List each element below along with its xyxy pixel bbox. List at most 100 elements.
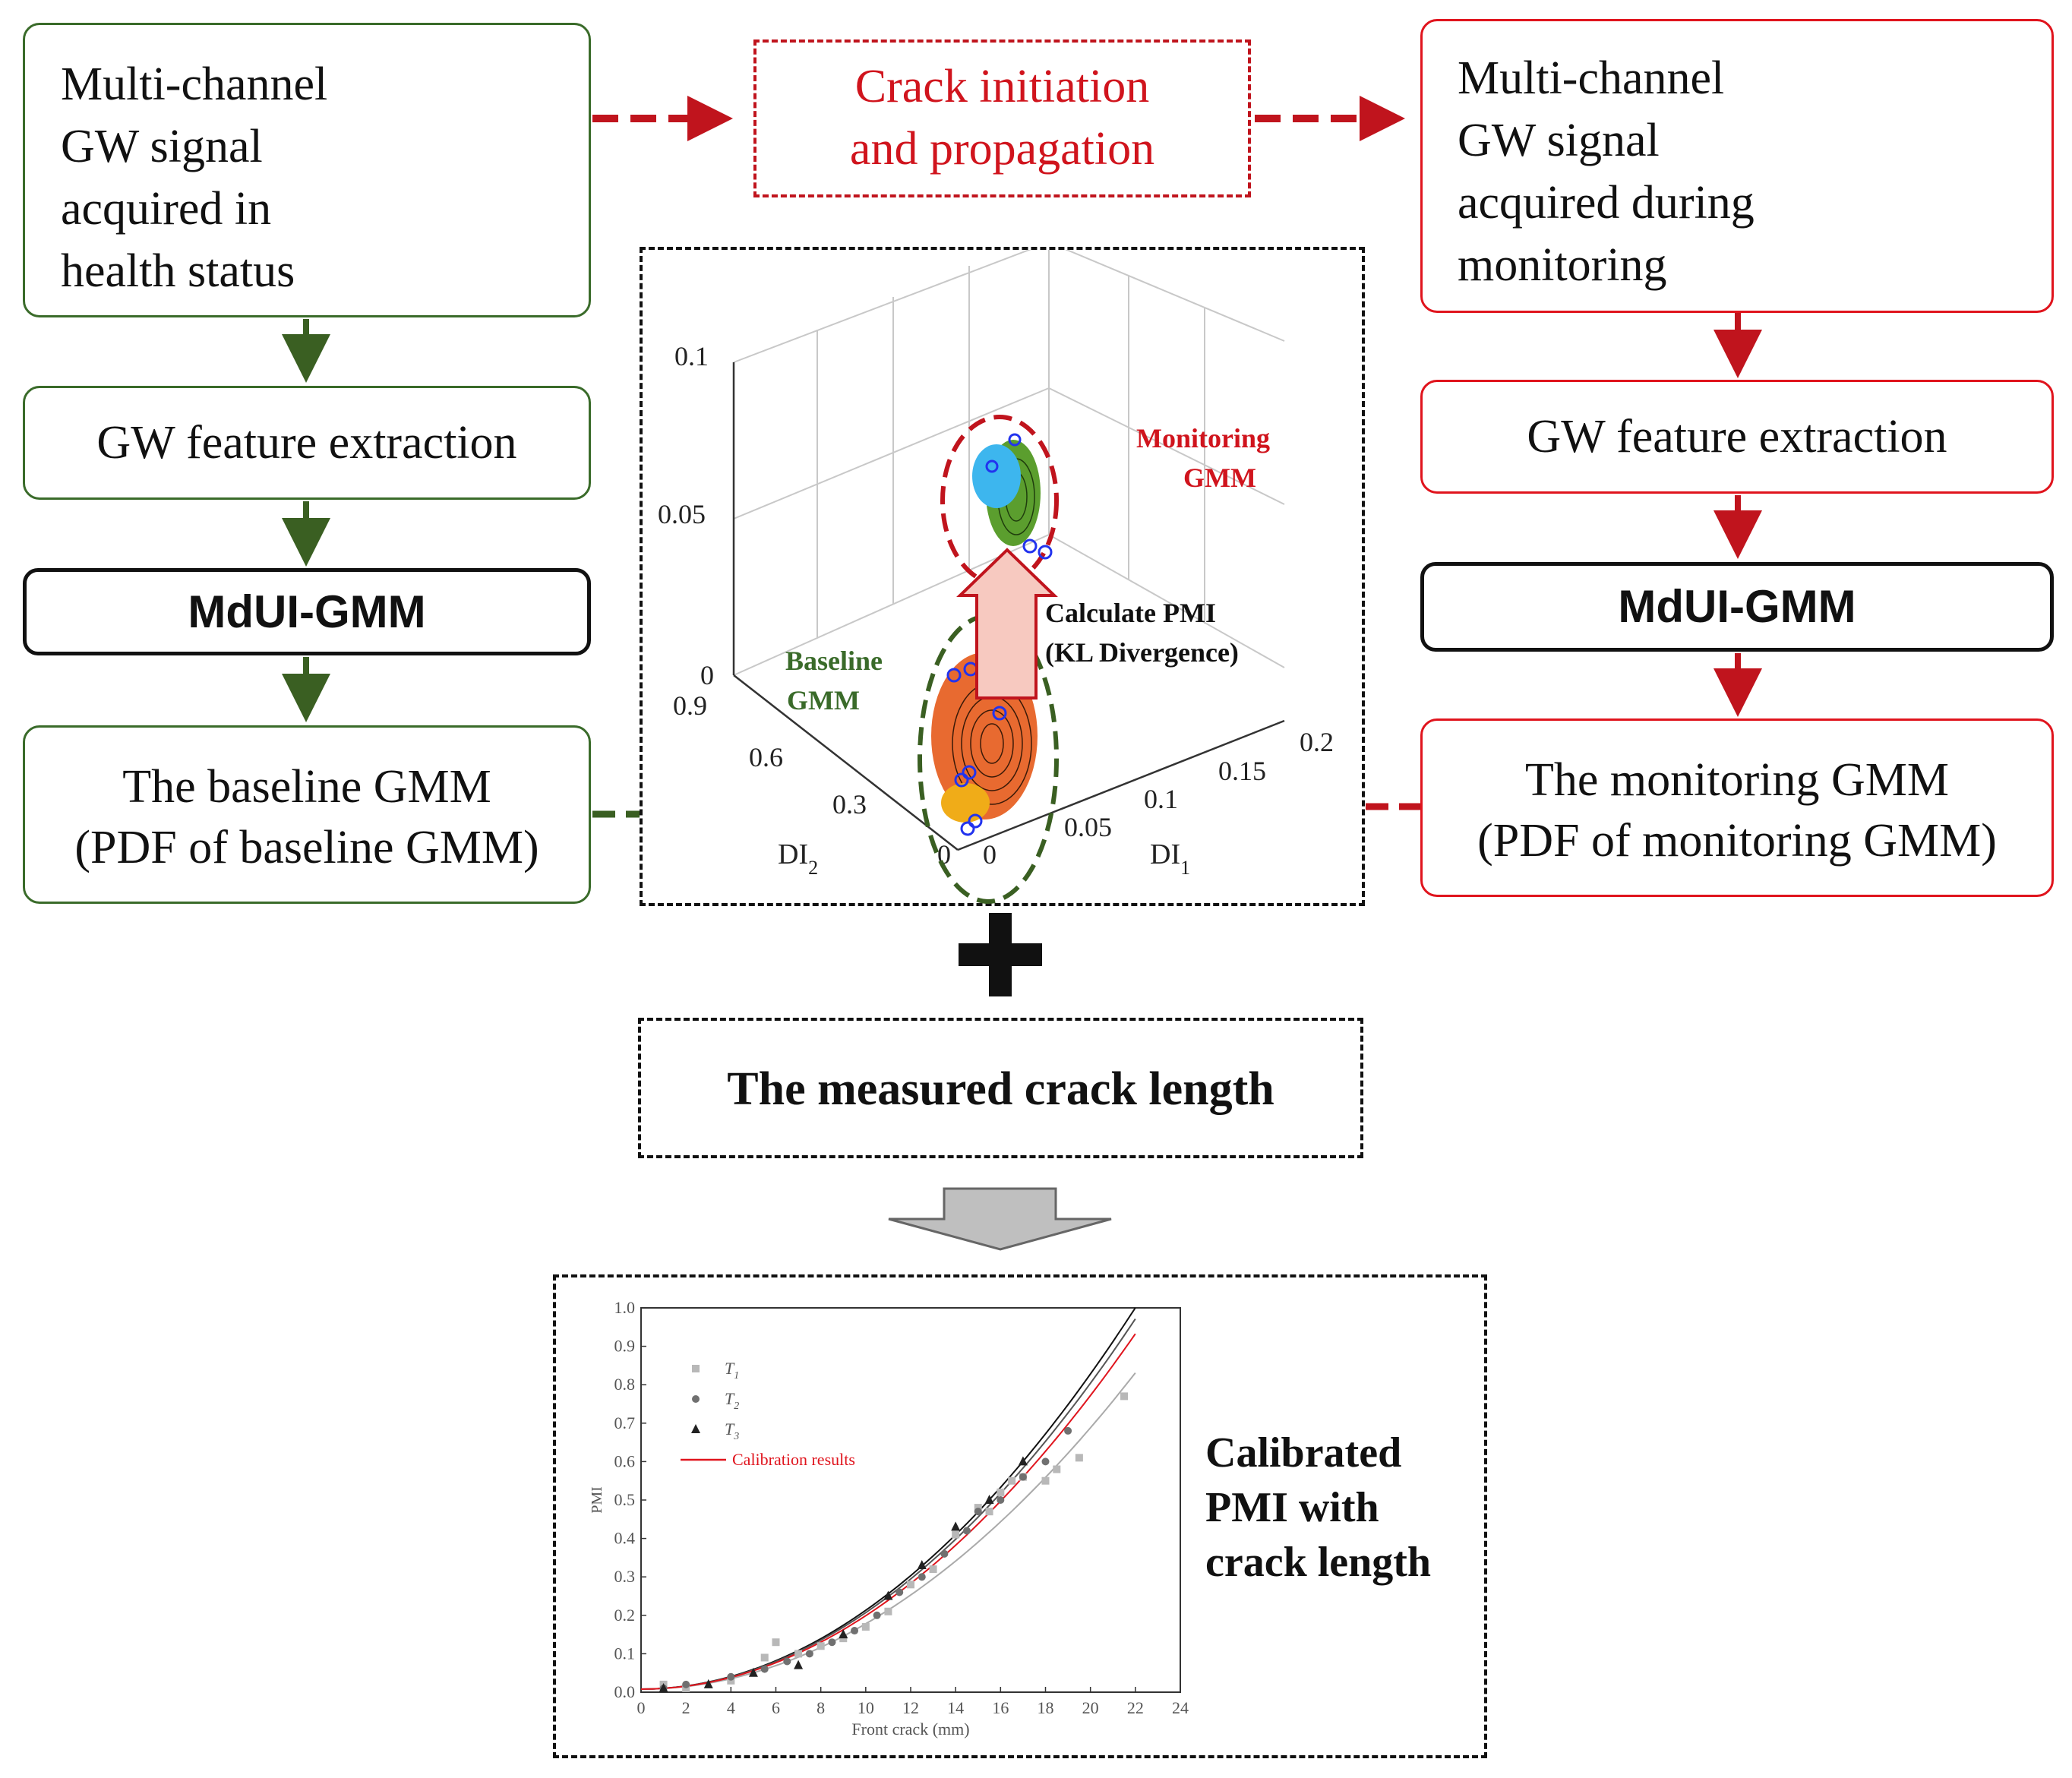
pmi-arrow-icon — [956, 548, 1058, 700]
monitoring-output-box: The monitoring GMM (PDF of monitoring GM… — [1420, 718, 2054, 897]
di2-tick-0: 0.9 — [673, 690, 707, 721]
plot3d-labels: Baseline GMM Monitoring GMM Calculate PM… — [785, 423, 1270, 715]
di2-axis-sub: 2 — [808, 857, 818, 879]
point-t3 — [951, 1521, 961, 1531]
legend-marker-t3 — [691, 1424, 700, 1433]
x-tick-label: 10 — [858, 1698, 874, 1717]
legend-label-4: Calibration results — [732, 1450, 855, 1469]
point-t2 — [974, 1508, 982, 1516]
di1-tick-2: 0.1 — [1144, 784, 1178, 814]
y-tick-label: 0.6 — [614, 1451, 636, 1470]
baseline-output-line-1: The baseline GMM — [122, 761, 491, 813]
pmi-label-2: (KL Divergence) — [1045, 637, 1239, 668]
di1-tick-1: 0.05 — [1064, 812, 1112, 842]
legend-marker-t2 — [692, 1395, 700, 1403]
y-tick-label: 0.7 — [614, 1413, 636, 1432]
point-t2 — [851, 1627, 859, 1635]
monitoring-model-label: MdUI-GMM — [1618, 581, 1856, 632]
baseline-output-line-2: (PDF of baseline GMM) — [74, 822, 539, 873]
baseline-output-box: The baseline GMM (PDF of baseline GMM) — [23, 725, 591, 904]
x-tick-label: 4 — [727, 1698, 735, 1717]
fit-line-3 — [640, 1372, 1136, 1690]
point-t1 — [727, 1676, 735, 1685]
baseline-mesh — [952, 682, 1032, 805]
point-t2 — [1041, 1457, 1050, 1466]
point-t2 — [760, 1665, 769, 1673]
di2-axis-text: DI — [778, 838, 808, 870]
calibrated-line-2: PMI with — [1205, 1484, 1379, 1531]
point-t3 — [703, 1679, 713, 1688]
chart-plot-area — [640, 1307, 1181, 1693]
point-t2 — [940, 1549, 949, 1558]
point-t2 — [783, 1657, 791, 1666]
y-axis-label: PMI — [589, 1486, 605, 1514]
x-tick-label: 20 — [1082, 1698, 1099, 1717]
crack-box: Crack initiation and propagation — [753, 39, 1251, 197]
monitoring-output-line-1: The monitoring GMM — [1525, 754, 1949, 806]
x-tick-label: 8 — [816, 1698, 825, 1717]
legend-label-1: T1 — [725, 1359, 739, 1382]
y-tick-label: 0.9 — [614, 1337, 636, 1356]
point-t2 — [997, 1496, 1005, 1504]
point-t1 — [1053, 1465, 1061, 1473]
point-t2 — [828, 1638, 836, 1647]
baseline-dashed-ellipse — [918, 614, 1059, 904]
pmi-label-1: Calculate PMI — [1045, 598, 1216, 628]
point-t3 — [917, 1560, 927, 1570]
di1-tick-3: 0.15 — [1218, 756, 1266, 786]
baseline-feature-label: GW feature extraction — [96, 417, 517, 469]
gmm-3d-plot: 0.1 0.05 0 0.9 0.6 0.3 0 0 0.05 0.1 0.15… — [658, 250, 1334, 904]
baseline-signal-line-1: Multi-channel — [61, 58, 328, 110]
monitoring-label-2: GMM — [1183, 463, 1256, 493]
point-t1 — [884, 1607, 892, 1615]
di1-tick-4: 0.2 — [1300, 727, 1334, 757]
point-t1 — [985, 1508, 993, 1516]
point-t2 — [805, 1650, 813, 1658]
x-axis-label: Front crack (mm) — [851, 1720, 969, 1739]
fit-line-2 — [640, 1318, 1136, 1690]
point-t3 — [1018, 1456, 1028, 1466]
point-t2 — [918, 1573, 926, 1581]
point-t1 — [1075, 1454, 1083, 1462]
monitoring-signal-line-3: acquired during — [1458, 177, 1755, 229]
x-tick-label: 0 — [637, 1698, 646, 1717]
z-tick-0: 0.1 — [674, 341, 709, 371]
point-t1 — [997, 1488, 1005, 1496]
y-tick-label: 0.5 — [614, 1490, 636, 1509]
point-t1 — [682, 1684, 690, 1692]
down-arrow-icon — [888, 1187, 1112, 1251]
di1-axis-label: DI1 — [1150, 838, 1190, 879]
x-tick-label: 6 — [772, 1698, 780, 1717]
plot3d-grid — [733, 250, 1285, 676]
di2-tick-2: 0.3 — [832, 789, 867, 820]
legend-marker-t1 — [692, 1365, 700, 1372]
legend-sub-1: 1 — [734, 1370, 739, 1382]
point-t1 — [760, 1653, 769, 1662]
baseline-signal-line-2: GW signal — [61, 121, 263, 172]
di1-tick-0: 0 — [983, 839, 997, 870]
point-t1 — [1120, 1392, 1129, 1401]
point-t1 — [907, 1581, 914, 1589]
point-t3 — [984, 1495, 994, 1504]
monitoring-blue-gaussian — [972, 444, 1021, 508]
x-tick-label: 14 — [947, 1698, 964, 1717]
y-tick-label: 0.8 — [614, 1375, 636, 1394]
fit-line-1 — [640, 1307, 1136, 1690]
x-tick-label: 2 — [682, 1698, 690, 1717]
x-tick-label: 24 — [1172, 1698, 1189, 1717]
point-t1 — [794, 1650, 803, 1658]
point-t2 — [962, 1527, 971, 1535]
baseline-model-box: MdUI-GMM — [23, 568, 591, 655]
y-tick-label: 0.4 — [614, 1529, 636, 1548]
y-tick-label: 1.0 — [614, 1298, 636, 1317]
point-t3 — [839, 1629, 848, 1639]
calibrated-line-1: Calibrated — [1205, 1429, 1402, 1476]
plot3d-tick-labels: 0.1 0.05 0 0.9 0.6 0.3 0 0 0.05 0.1 0.15… — [658, 341, 1334, 879]
point-t2 — [682, 1680, 690, 1688]
monitoring-signal-box: Multi-channel GW signal acquired during … — [1420, 19, 2054, 313]
measured-crack-label: The measured crack length — [727, 1063, 1274, 1115]
legend-label-3: T3 — [725, 1420, 739, 1442]
point-t3 — [883, 1590, 893, 1600]
